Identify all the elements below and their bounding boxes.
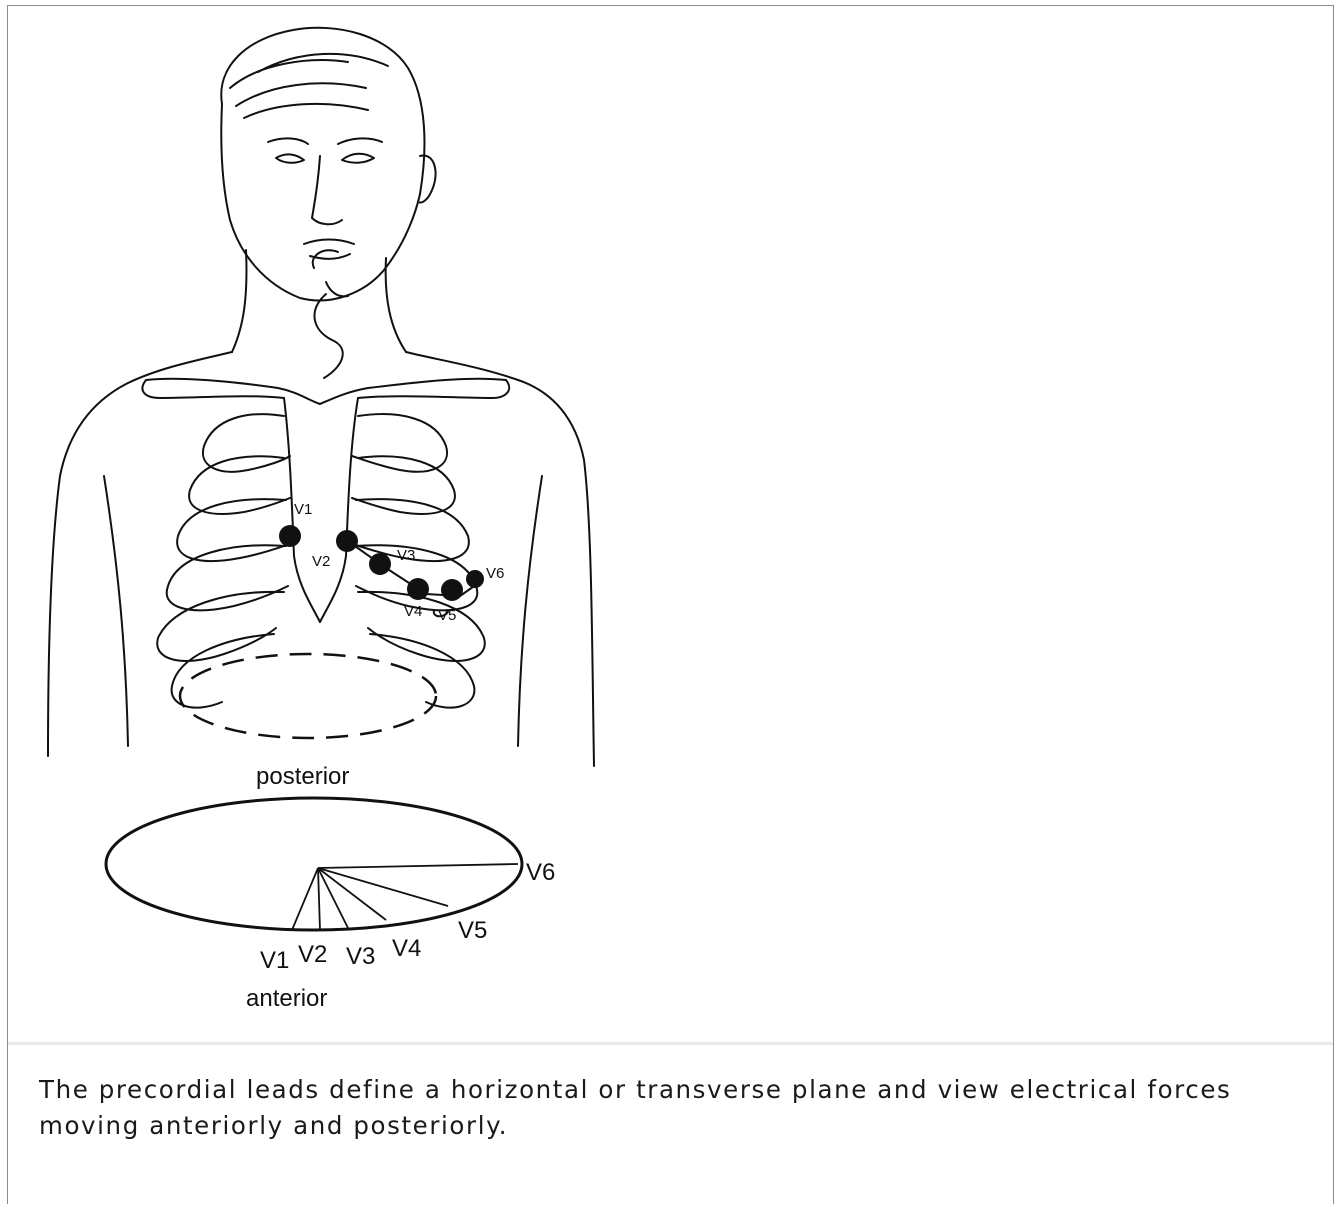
- plane-label-v4: V4: [392, 935, 421, 962]
- figure-area: V1 V2 V3 V4 V5 V6 posterior V1 V2 V3 V4 …: [8, 6, 1333, 1042]
- electrode-v5: [441, 579, 463, 601]
- electrode-v6: [466, 570, 484, 588]
- eyes: [276, 154, 374, 163]
- vector-v3: [318, 868, 348, 928]
- eyebrows: [268, 138, 382, 144]
- vector-v5: [318, 868, 448, 906]
- chest-label-v2: V2: [312, 553, 330, 570]
- chest-label-v4: V4: [404, 603, 422, 620]
- hair-strands: [230, 54, 388, 118]
- chest-label-v3: V3: [397, 547, 415, 564]
- electrodes: [279, 525, 484, 601]
- plane-label-v5: V5: [458, 917, 487, 944]
- arm-lines: [104, 476, 542, 746]
- chest-label-v1: V1: [294, 501, 312, 518]
- figure-caption: The precordial leads define a horizontal…: [39, 1072, 1309, 1144]
- nose: [312, 156, 342, 224]
- hair-outline: [221, 28, 424, 194]
- electrode-v2: [336, 530, 358, 552]
- vector-v6: [318, 864, 518, 868]
- plane-label-v1: V1: [260, 947, 289, 974]
- vector-v4: [318, 868, 386, 920]
- vector-v1: [292, 868, 318, 930]
- figure-frame: V1 V2 V3 V4 V5 V6 posterior V1 V2 V3 V4 …: [7, 5, 1334, 1204]
- transverse-plane-ellipse: [106, 798, 522, 930]
- electrode-v4: [407, 578, 429, 600]
- precordial-leads-illustration: V1 V2 V3 V4 V5 V6 posterior V1 V2 V3 V4 …: [8, 6, 1333, 1042]
- plane-label-v2: V2: [298, 941, 327, 968]
- plane-label-v3: V3: [346, 943, 375, 970]
- anterior-label: anterior: [246, 985, 327, 1012]
- chest-label-v6: V6: [486, 565, 504, 582]
- electrode-v3: [369, 553, 391, 575]
- chest-label-v5: V5: [438, 607, 456, 624]
- electrode-v1: [279, 525, 301, 547]
- posterior-label: posterior: [256, 763, 349, 790]
- collarbones: [142, 379, 509, 404]
- face-outline: [221, 104, 420, 300]
- caption-divider: [8, 1042, 1333, 1045]
- diaphragm-dashed-ellipse: [180, 654, 436, 738]
- plane-label-v6: V6: [526, 859, 555, 886]
- mouth: [304, 240, 354, 259]
- vector-v2: [318, 868, 320, 930]
